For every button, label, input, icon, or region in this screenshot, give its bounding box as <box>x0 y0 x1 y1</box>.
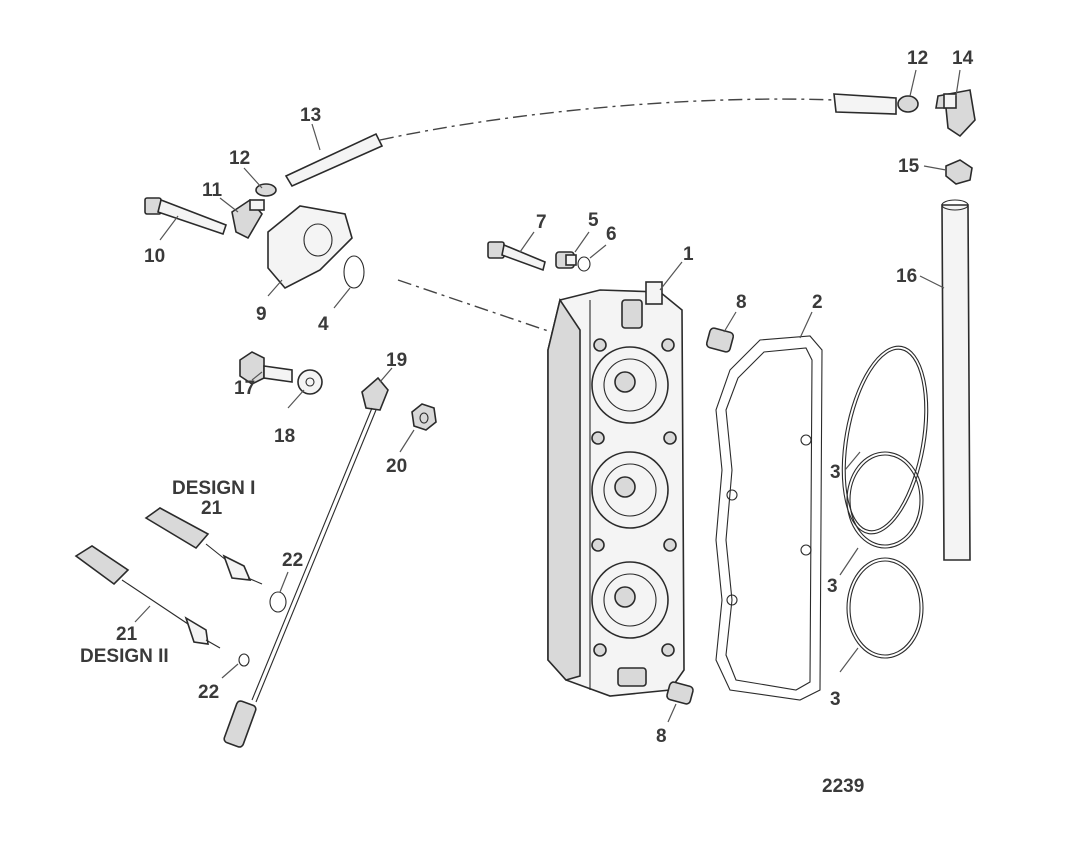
callout-9: 9 <box>256 304 267 325</box>
callout-18: 18 <box>274 426 295 447</box>
hose-clamp-left <box>255 183 277 197</box>
callout-15: 15 <box>898 156 920 177</box>
callout-1: 1 <box>683 244 694 265</box>
knock-sensor <box>223 376 389 748</box>
hose-routing-dashed-line <box>379 98 836 141</box>
callout-12-right: 12 <box>907 48 928 69</box>
plug-seal-ring <box>577 256 591 272</box>
design-2-label: DESIGN II <box>80 646 169 667</box>
o-ring-middle <box>846 451 924 549</box>
callout-3-middle: 3 <box>827 576 838 597</box>
callout-5: 5 <box>588 210 599 231</box>
callout-4: 4 <box>318 314 329 335</box>
dowel-pin-bottom <box>666 681 694 705</box>
callout-8-bottom: 8 <box>656 726 667 747</box>
tee-fitting <box>935 89 976 138</box>
fitting-nut <box>945 159 973 185</box>
temperature-sensor-design-2 <box>74 545 221 649</box>
callout-11: 11 <box>202 180 223 201</box>
callout-22-design-1: 22 <box>282 550 303 571</box>
design-1-label: DESIGN I <box>172 478 255 499</box>
figure-number: 2239 <box>822 776 864 797</box>
o-ring-top <box>841 345 929 535</box>
hose-segment-right <box>833 93 897 115</box>
callout-7: 7 <box>536 212 547 233</box>
callout-10: 10 <box>144 246 165 267</box>
callout-3-bottom: 3 <box>830 689 841 710</box>
callout-17: 17 <box>234 378 255 399</box>
cover-gasket <box>715 335 823 701</box>
callout-8-top: 8 <box>736 292 747 313</box>
fitting-mounting-plate <box>267 205 353 290</box>
elbow-fitting <box>231 198 265 240</box>
sensor-seal-ring-design-2 <box>238 653 250 667</box>
callout-19: 19 <box>386 350 407 371</box>
cover-bolt <box>487 241 546 272</box>
callout-16: 16 <box>896 266 917 287</box>
hose-clamp-right <box>897 95 919 113</box>
callout-13: 13 <box>300 105 321 126</box>
callout-22-design-2: 22 <box>198 682 219 703</box>
hose-segment-left <box>284 132 384 188</box>
plug-fitting <box>555 251 577 269</box>
callout-21-design-2: 21 <box>116 624 138 645</box>
flat-washer <box>297 369 323 395</box>
plate-bolt <box>144 197 228 236</box>
callout-6: 6 <box>606 224 617 245</box>
temperature-sensor-design-1 <box>144 507 263 585</box>
cover-alignment-dashed-line <box>397 279 561 336</box>
callout-3-top: 3 <box>830 462 841 483</box>
long-water-hose <box>941 204 971 561</box>
dowel-pin-top <box>705 327 735 353</box>
cylinder-head-cover <box>547 281 685 697</box>
sensor-bolt <box>239 351 293 385</box>
leader-lines <box>134 69 961 723</box>
callout-20: 20 <box>386 456 407 477</box>
callout-14: 14 <box>952 48 974 69</box>
callout-2: 2 <box>812 292 823 313</box>
sensor-nut <box>411 403 437 431</box>
o-ring-bottom <box>846 557 924 659</box>
callout-21-design-1: 21 <box>201 498 223 519</box>
callout-12-left: 12 <box>229 148 250 169</box>
sensor-seal-ring-design-1 <box>269 591 287 613</box>
small-o-ring <box>343 255 365 289</box>
